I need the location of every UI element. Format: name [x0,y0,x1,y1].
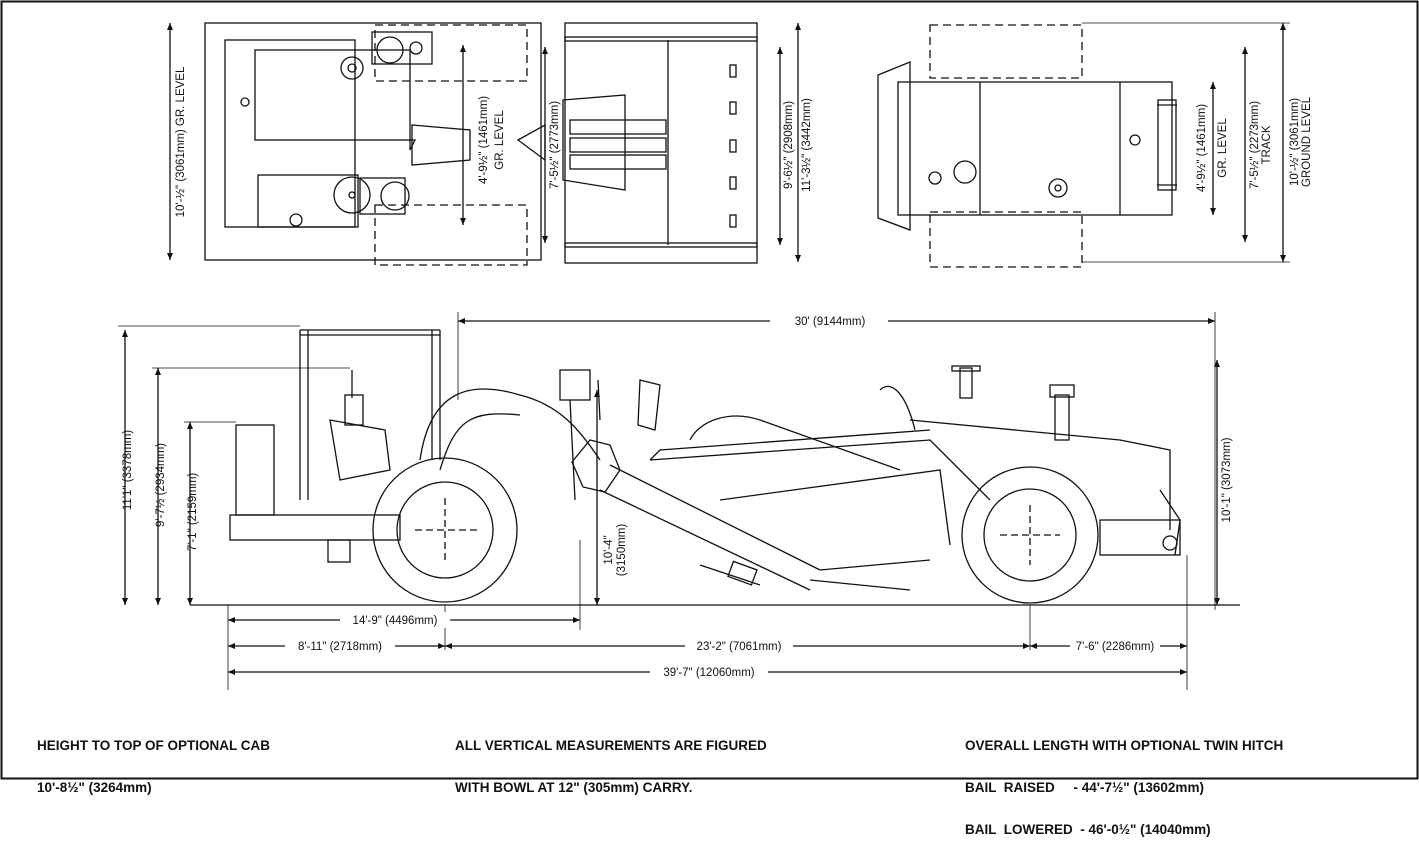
dim-front-outer-label: GROUND LEVEL [1301,96,1313,187]
note-length-line-3: BAIL LOWERED - 46'-0½" (14040mm) [965,822,1211,837]
plan-view [167,22,1290,268]
note-vertical-line-2: WITH BOWL AT 12" (305mm) CARRY. [455,780,693,795]
dim-height-9-7: 9'-7½ (2934mm) [155,443,167,527]
dim-rear-track-height: 10'-½" (3061mm) GR. LEVEL [175,66,187,217]
note-vertical-measurements: ALL VERTICAL MEASUREMENTS ARE FIGURED WI… [455,711,767,809]
dim-len-8-11: 8'-11" (2718mm) [298,641,382,653]
dim-front-track-label: TRACK [1261,125,1273,164]
note-vertical-line-1: ALL VERTICAL MEASUREMENTS ARE FIGURED [455,738,767,753]
dim-front-inner-level: GR. LEVEL [1217,118,1229,178]
dim-rear-inner-level: GR. LEVEL [494,110,506,170]
dim-len-7-6: 7'-6" (2286mm) [1076,641,1155,653]
dim-rear-inner: 4'-9½" (1461mm) [478,96,490,184]
dim-front-inner: 4'-9½" (1461mm) [1196,104,1208,192]
dim-height-11-1: 11'1" (3378mm) [122,430,134,510]
note-length-line-1: OVERALL LENGTH WITH OPTIONAL TWIN HITCH [965,738,1284,753]
dim-height-10-4-mm: (3150mm) [616,524,628,577]
dim-front-track: 7'-5½" (2273mm) [1249,101,1261,189]
page-border [0,0,1419,780]
steering-wheel-icon [333,176,371,214]
dim-overall-30: 30' (9144mm) [795,316,866,328]
note-cab-height: HEIGHT TO TOP OF OPTIONAL CAB 10'-8½" (3… [37,711,270,809]
dim-len-23-2: 23'-2" (7061mm) [697,641,782,653]
side-view [118,312,1240,690]
dim-bowl-width-b: 11'-3½" (3442mm) [801,98,813,192]
note-cab-line-2: 10'-8½" (3264mm) [37,780,152,795]
dim-bowl-width-a: 9'-6½" (2908mm) [783,101,795,189]
note-overall-length: OVERALL LENGTH WITH OPTIONAL TWIN HITCH … [965,711,1283,851]
dim-len-39-7: 39'-7" (12060mm) [663,667,754,679]
dim-bowl-inner: 7'-5½" (2773mm) [549,101,561,189]
dim-front-outer: 10'-½" (3061mm) [1289,98,1301,186]
scraper-dimension-drawing: 10'-½" (3061mm) GR. LEVEL 4'-9½" (1461mm… [0,0,1419,780]
note-length-line-2: BAIL RAISED - 44'-7½" (13602mm) [965,780,1204,795]
dim-height-10-4: 10'-4" [603,535,615,564]
dim-height-10-1: 10'-1" (3073mm) [1221,437,1233,522]
note-cab-line-1: HEIGHT TO TOP OF OPTIONAL CAB [37,738,271,753]
dim-height-7-1: 7'-1" (2159mm) [187,473,199,552]
dim-len-14-9: 14'-9" (4496mm) [353,615,438,627]
